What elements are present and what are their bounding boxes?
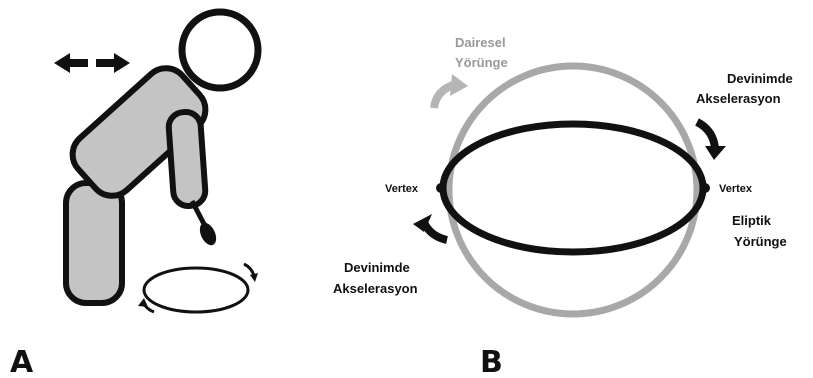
circular-orbit-label-line2: Yörünge — [455, 55, 508, 70]
small-rotation-arrow-icon — [244, 264, 254, 276]
accel-bottom-label-line1: Devinimde — [344, 260, 410, 275]
vertex-right-dot — [700, 183, 710, 193]
elliptic-orbit — [443, 124, 703, 252]
vertex-left-label: Vertex — [385, 183, 419, 195]
circular-orbit-label-line1: Dairesel — [455, 35, 506, 50]
vertex-right-label: Vertex — [719, 183, 753, 195]
figure-leg — [66, 183, 122, 303]
small-elliptical-path — [144, 268, 248, 312]
circular-orbit — [449, 66, 697, 314]
vertex-left-dot — [436, 183, 446, 193]
panel-b-letter: B — [480, 345, 503, 378]
figure-head — [182, 12, 258, 88]
figure-arm — [168, 111, 206, 207]
precession-arrow-bottom-icon — [413, 214, 447, 240]
sway-arrow-icon — [54, 53, 130, 73]
panel-a: A — [10, 12, 258, 378]
precession-arrow-top-icon — [697, 122, 726, 160]
circular-direction-arrow-icon — [434, 74, 468, 108]
panel-b: Dairesel Yörünge Devinimde Akselerasyon … — [333, 35, 793, 378]
pendulum-weight — [192, 201, 219, 248]
panel-a-letter: A — [10, 345, 34, 378]
accel-top-label-line2: Akselerasyon — [696, 91, 781, 106]
accel-bottom-label-line2: Akselerasyon — [333, 281, 418, 296]
elliptic-orbit-label-line2: Yörünge — [734, 234, 787, 249]
accel-top-label-line1: Devinimde — [727, 71, 793, 86]
elliptic-orbit-label-line1: Eliptik — [732, 213, 772, 228]
